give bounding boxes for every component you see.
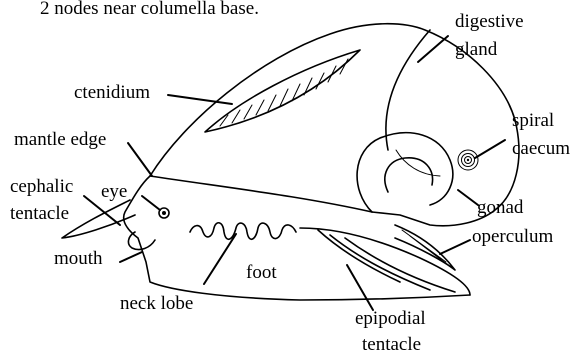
snail-drawing	[62, 24, 519, 300]
labels: digestive gland ctenidium spiral caecum …	[10, 11, 570, 355]
label-ctenidium: ctenidium	[74, 82, 150, 103]
mantle-edge-line	[150, 176, 372, 212]
neck-lobe-edge	[190, 223, 296, 239]
label-eye: eye	[101, 181, 127, 202]
label-digestive-gland-1: digestive	[455, 11, 524, 32]
label-epipodial-tentacle-2: tentacle	[362, 334, 421, 355]
cephalic-tentacle-drawing	[62, 200, 135, 238]
label-digestive-gland-2: gland	[455, 39, 498, 60]
shell-whorl-shading	[396, 150, 440, 176]
caption-text: 2 nodes near columella base.	[40, 0, 259, 19]
label-gonad: gonad	[477, 197, 524, 218]
label-neck-lobe: neck lobe	[120, 293, 193, 314]
label-epipodial-tentacle-1: epipodial	[355, 308, 426, 329]
label-operculum: operculum	[472, 226, 553, 247]
label-spiral-caecum-1: spiral	[512, 110, 554, 131]
epipodial-tentacles-drawing	[318, 230, 455, 292]
label-mantle-edge: mantle edge	[14, 129, 106, 150]
shell-whorl-inner	[385, 158, 433, 192]
spiral-caecum-drawing	[458, 150, 478, 170]
label-foot: foot	[246, 262, 277, 283]
shell-whorl-outer	[357, 133, 453, 212]
label-cephalic-tentacle-2: tentacle	[10, 203, 69, 224]
ctenidium-gill-filaments	[220, 59, 348, 126]
label-mouth: mouth	[54, 248, 103, 269]
label-cephalic-tentacle-1: cephalic	[10, 176, 73, 197]
body-outline	[124, 176, 470, 300]
label-spiral-caecum-2: caecum	[512, 138, 570, 159]
